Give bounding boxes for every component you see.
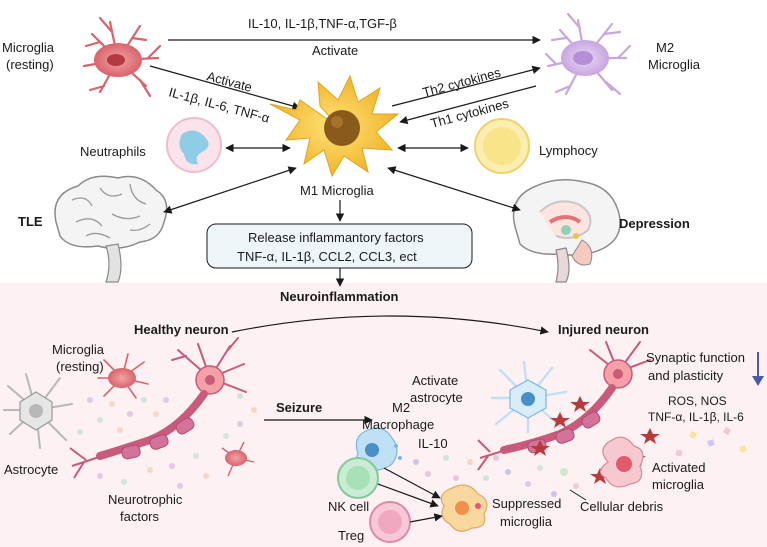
neuroinflammation-label: Neuroinflammation <box>280 289 399 304</box>
injured-neuron-cell <box>477 341 651 471</box>
arrow-macrophage-to-suppressed <box>383 467 441 499</box>
lymphocyte-cell <box>474 118 530 174</box>
m2-microglia-cell <box>544 12 632 96</box>
m2-macrophage-label-line2: Macrophage <box>362 417 434 432</box>
m1-microglia-label: M1 Microglia <box>300 183 374 198</box>
lymphocy-label: Lymphocy <box>539 143 598 158</box>
ros-nos-label: ROS, NOS <box>668 394 727 408</box>
activated-microglia-label-line2: microglia <box>652 477 705 492</box>
treg-label: Treg <box>338 528 364 543</box>
astrocyte-cell <box>3 373 73 449</box>
m1-microglia-cell <box>269 74 400 178</box>
activated-microglia-label-line1: Activated <box>652 460 705 475</box>
brain-depression-image <box>512 179 621 283</box>
arrow-m1-to-m2-th2 <box>391 65 541 107</box>
cellular-debris-label: Cellular debris <box>580 499 664 514</box>
bottom-microglia-label-line1: Microglia <box>52 342 105 357</box>
neurotrophic-label-line2: factors <box>120 509 160 524</box>
arrow-treg-to-suppressed <box>409 513 443 523</box>
synaptic-label-line1: Synaptic function <box>646 350 745 365</box>
brain-tle-image <box>54 175 168 283</box>
neutrophils-label: Neutraphils <box>80 144 146 159</box>
arrow-m1-tle <box>163 166 297 214</box>
arrow-resting-to-m1 <box>149 65 301 111</box>
m2-microglia-label-line2: Microglia <box>648 57 701 72</box>
tnf-il-label: TNF-α, IL-1β, IL-6 <box>648 410 744 424</box>
leader-cellular-debris <box>569 489 587 501</box>
neutrophil-cell <box>166 117 222 173</box>
suppressed-label-line1: Suppressed <box>492 496 561 511</box>
resting-microglia-label-line1: Microglia <box>2 40 55 55</box>
arrow-nk-to-suppressed <box>377 483 439 508</box>
resting-microglia-cell <box>82 16 162 98</box>
arrow-healthy-to-injured <box>231 315 549 335</box>
treg-cell <box>369 501 411 543</box>
ros-particles <box>675 426 747 457</box>
m2-macrophage-label-line1: M2 <box>392 400 410 415</box>
activate-astrocyte-label-line2: astrocyte <box>410 390 463 405</box>
depression-label: Depression <box>619 216 690 231</box>
nk-cell <box>337 457 379 499</box>
suppressed-label-line2: microglia <box>500 514 553 529</box>
healthy-neuron-label: Healthy neuron <box>134 322 229 337</box>
resting-microglia-label-line2: (resting) <box>6 57 54 72</box>
astrocyte-label: Astrocyte <box>4 462 58 477</box>
tle-label: TLE <box>18 214 43 229</box>
seizure-label: Seizure <box>276 400 322 415</box>
release-factors-line2: TNF-α, IL-1β, CCL2, CCL3, ect <box>237 249 417 264</box>
healthy-neuron-cell <box>69 337 247 479</box>
th2-cytokines-label: Th2 cytokines <box>421 65 503 100</box>
activated-microglia-cell <box>599 436 644 488</box>
injured-neuron-label: Injured neuron <box>558 322 649 337</box>
neurotrophic-factor-dots <box>77 393 257 489</box>
top-cytokines-label: IL-10, IL-1β,TNF-α,TGF-β <box>248 16 397 31</box>
release-factors-line1: Release inflammantory factors <box>248 230 424 245</box>
m2-microglia-label-line1: M2 <box>656 40 674 55</box>
m2-macrophage-cell <box>355 427 402 471</box>
il10-label: IL-10 <box>418 436 448 451</box>
cellular-debris-dots <box>551 468 579 497</box>
neurotrophic-label-line1: Neurotrophic <box>108 492 183 507</box>
top-activate-label: Activate <box>312 43 358 58</box>
activated-astrocyte-cell <box>490 360 568 434</box>
activate-diagonal-label: Activate <box>205 68 254 94</box>
bottom-resting-microglia-cell <box>97 353 149 399</box>
suppressed-microglia-cell <box>440 484 488 532</box>
arrow-m1-depression <box>387 166 521 212</box>
synaptic-label-line2: and plasticity <box>648 368 724 383</box>
decrease-arrow-icon <box>752 352 764 386</box>
nk-cell-label: NK cell <box>328 499 369 514</box>
activate-astrocyte-label-line1: Activate <box>412 373 458 388</box>
cytokine-dots <box>413 455 543 487</box>
arrow-m2-to-m1-th1 <box>399 85 537 125</box>
small-microglia-cell <box>221 441 255 477</box>
bottom-microglia-label-line2: (resting) <box>56 359 104 374</box>
